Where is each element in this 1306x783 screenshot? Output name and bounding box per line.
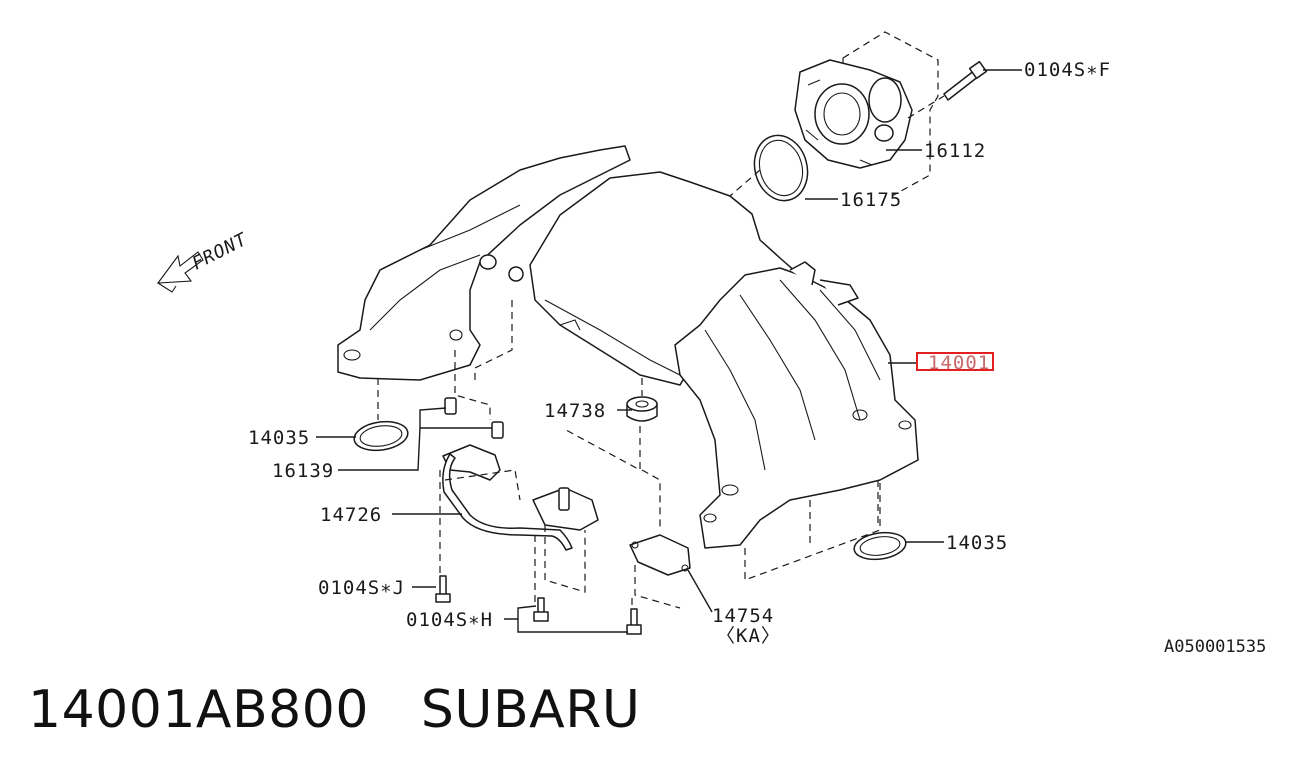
callout-plate-note: 〈KA〉: [716, 625, 781, 647]
callout-throttle-body: 16112: [924, 140, 986, 162]
callout-bolt-j: 0104S∗J: [318, 577, 405, 599]
bolt-f-icon: [907, 60, 988, 119]
part-number: 14001AB800: [28, 680, 369, 740]
gasket-right: [853, 531, 907, 561]
callout-intake-manifold: 14001: [928, 352, 990, 374]
callout-bolt-f: 0104S∗F: [1024, 59, 1111, 81]
gasket-left: [353, 420, 409, 452]
bolt-j-icon: [435, 575, 451, 603]
parts-diagram: FRONT: [156, 31, 1266, 657]
caption: 14001AB800 SUBARU: [28, 680, 640, 760]
callout-bolt-h: 0104S∗H: [406, 609, 493, 631]
front-label: FRONT: [189, 229, 251, 275]
callout-plate: 14754: [712, 605, 774, 627]
brand-name: SUBARU: [420, 680, 641, 740]
throttle-body: [794, 31, 939, 197]
diagram-ref-code: A050001535: [1164, 637, 1266, 657]
front-arrow-icon: [156, 251, 204, 293]
pipe: [439, 444, 599, 605]
callout-throttle-gasket: 16175: [840, 189, 902, 211]
callout-nipple: 16139: [272, 460, 334, 482]
callout-gasket-left: 14035: [248, 427, 310, 449]
bolt-h-icon: [533, 597, 642, 635]
callout-gasket-right: 14035: [946, 532, 1008, 554]
callout-pipe: 14726: [320, 504, 382, 526]
callout-mount-grommet: 14738: [544, 400, 606, 422]
highlight-box: [916, 352, 994, 371]
mount-grommet: [565, 378, 661, 530]
intake-manifold: [337, 145, 919, 581]
plate: [629, 534, 691, 620]
nipple: [444, 397, 504, 439]
throttle-gasket: [729, 134, 809, 202]
leader-lines: [316, 69, 1022, 633]
